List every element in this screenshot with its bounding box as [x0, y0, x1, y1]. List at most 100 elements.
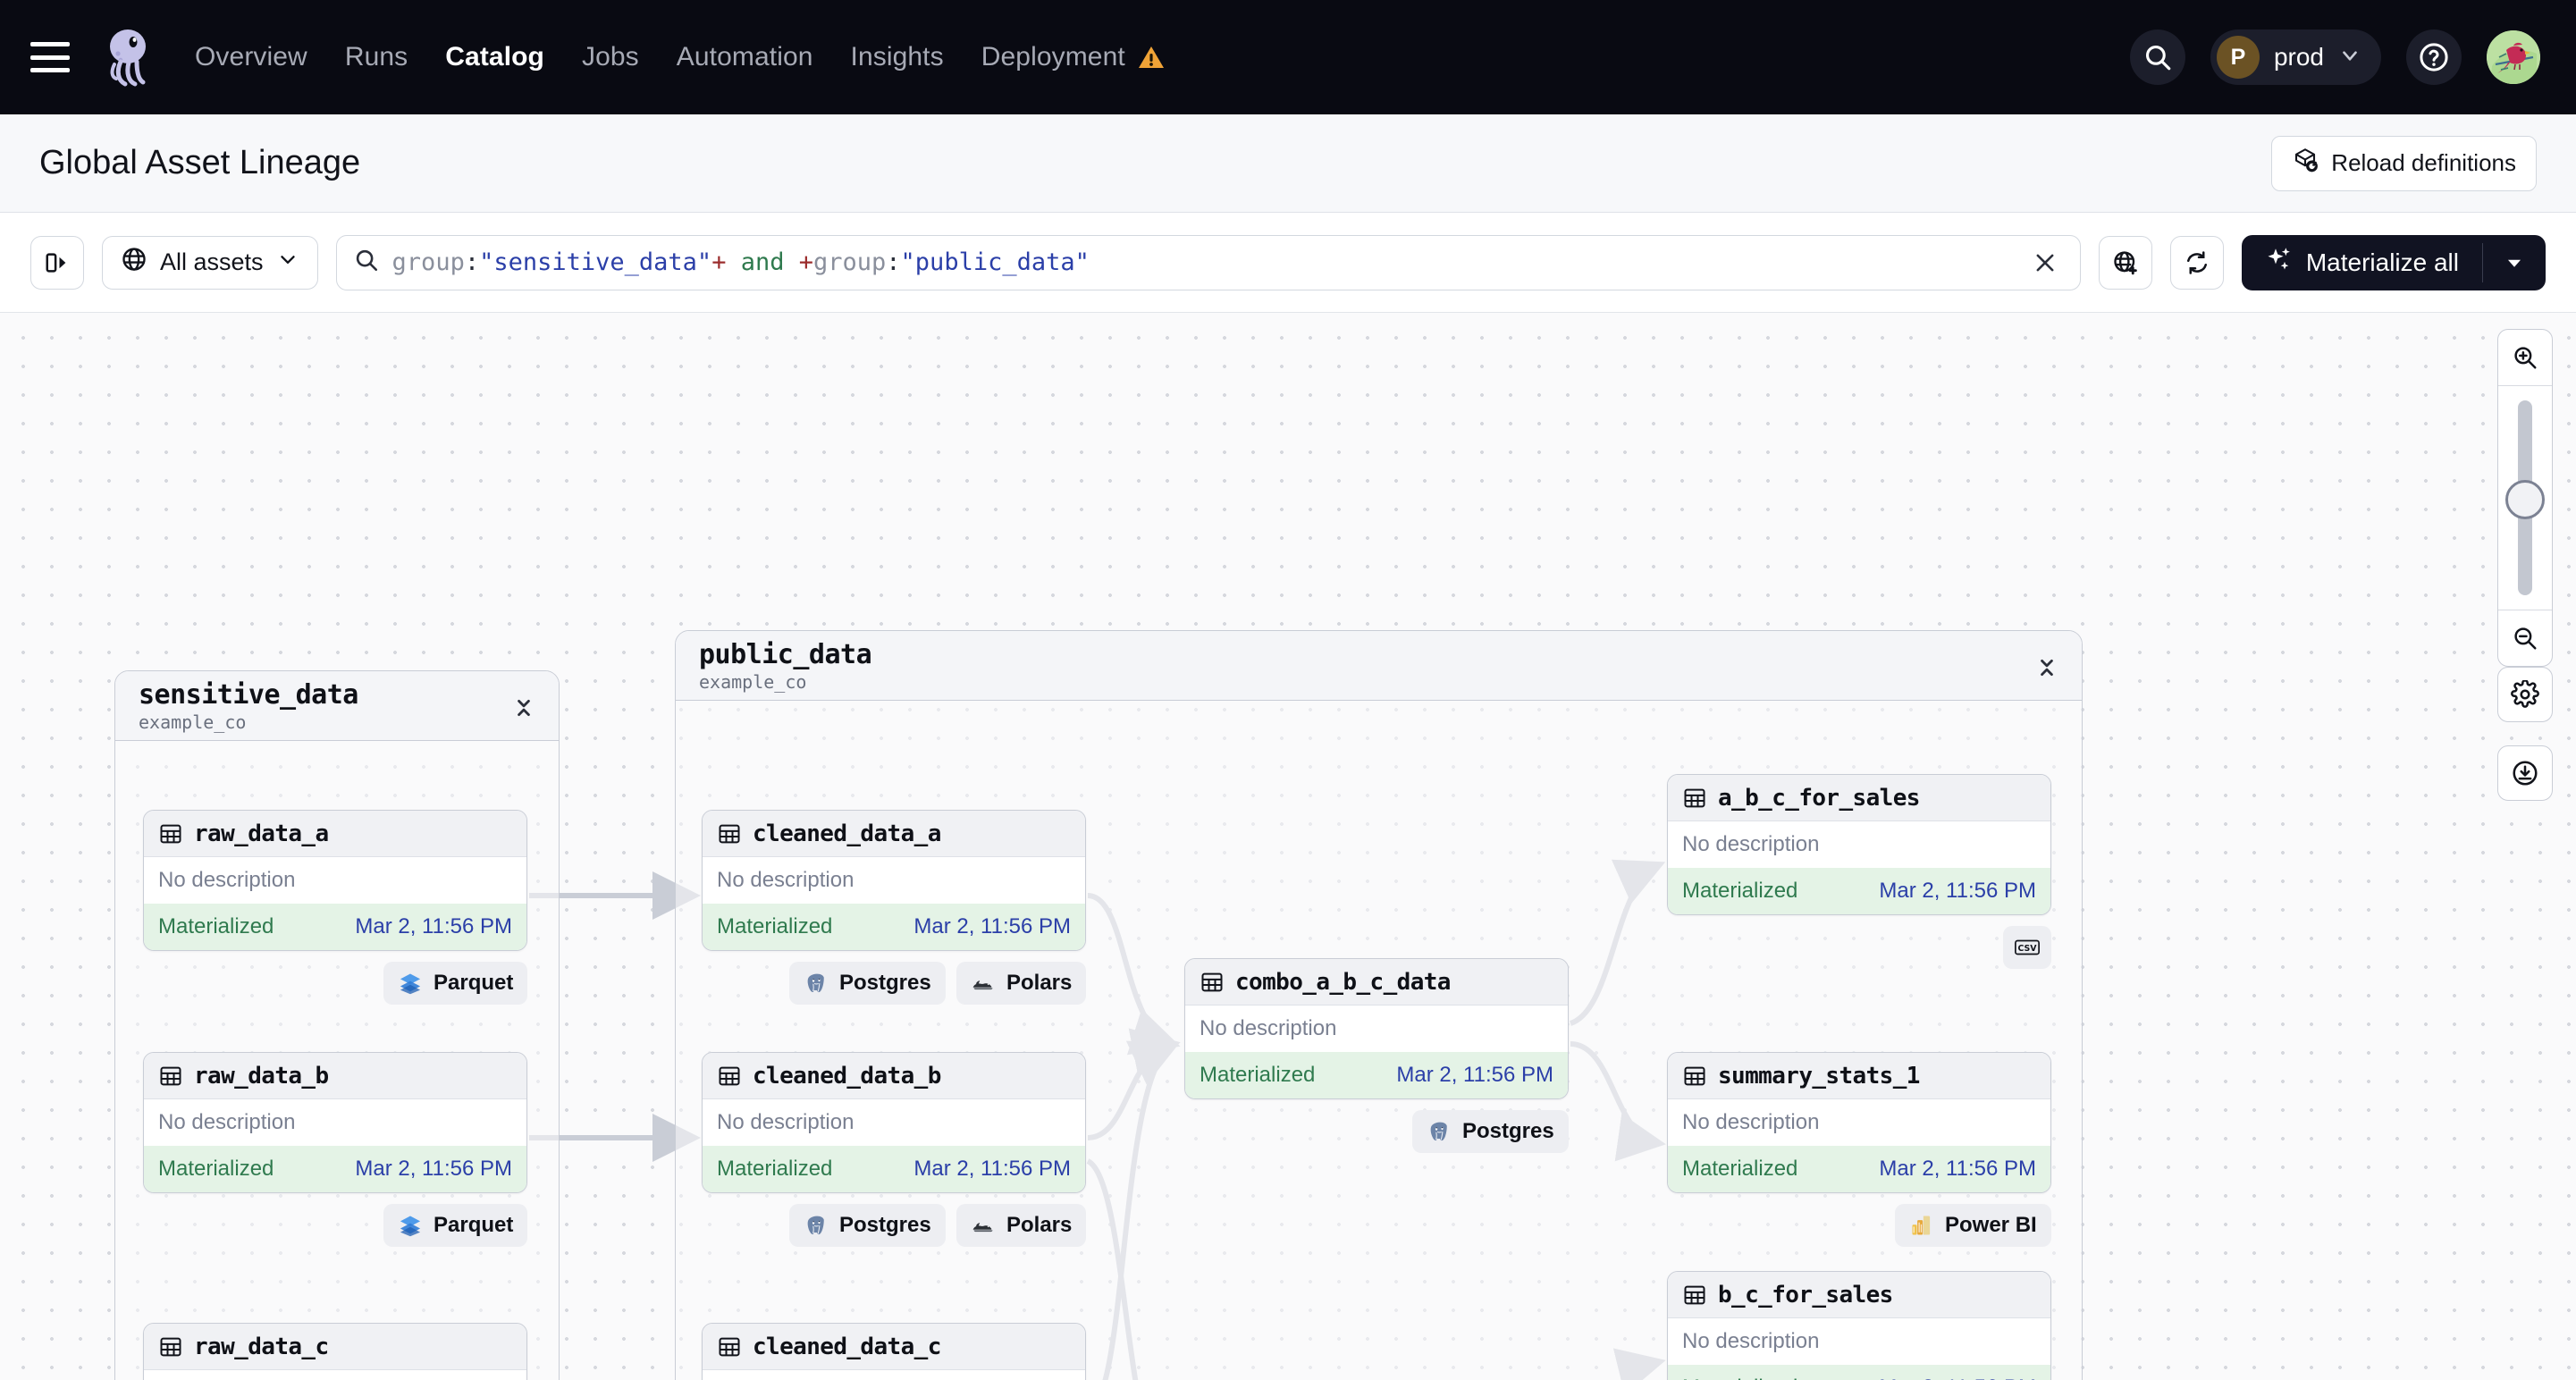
asset-node-header[interactable]: raw_data_b [144, 1053, 526, 1099]
asset-kind-tag[interactable]: Power BI [1895, 1204, 2051, 1247]
asset-group-header[interactable]: public_data example_co [676, 631, 2082, 701]
asset-node-description: No description [1668, 1099, 2050, 1146]
nav-link-overview[interactable]: Overview [195, 42, 307, 72]
asset-kind-tag[interactable]: Parquet [383, 1204, 528, 1247]
zoom-in-button[interactable] [2498, 330, 2552, 385]
zoom-slider[interactable] [2498, 386, 2552, 610]
asset-group-sensitive-data[interactable]: sensitive_data example_co [114, 670, 560, 1380]
asset-kind-tag-label: Polars [1006, 1213, 1073, 1237]
asset-query-search[interactable]: group:"sensitive_data"+ and +group:"publ… [335, 234, 2081, 290]
polars-icon [971, 971, 996, 996]
asset-kind-tag[interactable]: Postgres [1412, 1110, 1569, 1153]
lineage-toolbar: All assets group:"sensitive_data"+ and +… [0, 213, 2576, 313]
materialize-all-button[interactable]: Materialize all [2241, 234, 2546, 290]
asset-node-header[interactable]: raw_data_a [144, 811, 526, 857]
asset-scope-filter[interactable]: All assets [102, 235, 318, 290]
status-timestamp: Mar 2, 11:56 PM [1396, 1063, 1553, 1087]
asset-node-title: cleaned_data_c [753, 1333, 941, 1360]
nav-link-runs[interactable]: Runs [344, 42, 408, 72]
status-badge: Materialized [1682, 1157, 1798, 1181]
collapse-icon[interactable] [509, 693, 539, 723]
asset-node-header[interactable]: cleaned_data_a [703, 811, 1085, 857]
deployment-switcher[interactable]: P prod [2210, 29, 2381, 85]
asset-node-header[interactable]: cleaned_data_c [703, 1324, 1085, 1370]
global-search-button[interactable] [2129, 29, 2185, 85]
status-badge: Materialized [717, 1157, 833, 1181]
asset-group-subtitle: example_co [139, 711, 247, 733]
asset-node-header[interactable]: a_b_c_for_sales [1668, 775, 2050, 821]
zoom-to-fit-button[interactable] [2497, 745, 2553, 801]
collapse-icon[interactable] [2032, 652, 2062, 683]
asset-kind-tag-label: Postgres [839, 1213, 931, 1237]
toggle-global-graph-button[interactable] [2098, 235, 2152, 290]
reload-definitions-label: Reload definitions [2331, 149, 2516, 176]
clear-search-icon[interactable] [2026, 249, 2064, 276]
user-avatar[interactable] [2487, 30, 2540, 84]
refresh-button[interactable] [2169, 235, 2224, 290]
zoom-control-stack[interactable] [2497, 329, 2553, 667]
query-token: "sensitive_data" [479, 248, 712, 276]
asset-kind-tag[interactable]: Postgres [789, 1204, 946, 1247]
csv-icon: CSV [2014, 937, 2041, 958]
query-token: and [726, 248, 799, 276]
asset-kind-tag[interactable]: Polars [956, 1204, 1087, 1247]
table-icon [1682, 1064, 1707, 1089]
top-navigation-bar: Overview Runs Catalog Jobs Automation In… [0, 0, 2576, 114]
nav-link-jobs[interactable]: Jobs [581, 42, 639, 72]
asset-group-header[interactable]: sensitive_data example_co [115, 671, 559, 741]
nav-link-catalog[interactable]: Catalog [445, 42, 544, 72]
nav-link-deployment[interactable]: Deployment [981, 42, 1125, 72]
dagster-logo-icon[interactable] [93, 20, 168, 95]
hamburger-menu-icon[interactable] [30, 42, 70, 72]
materialize-all-main[interactable]: Materialize all [2242, 245, 2482, 280]
asset-node-description: No description [703, 857, 1085, 904]
asset-node[interactable]: raw_data_cNo descriptionMaterializedMar … [143, 1323, 527, 1380]
zoom-slider-knob[interactable] [2505, 480, 2545, 519]
deployment-avatar: P [2216, 36, 2260, 79]
asset-node-header[interactable]: b_c_for_sales [1668, 1272, 2050, 1318]
asset-kind-tag[interactable]: Postgres [789, 962, 946, 1005]
help-button[interactable] [2406, 29, 2462, 85]
asset-kind-tag-label: Parquet [434, 1213, 514, 1237]
asset-kind-tag[interactable]: Parquet [383, 962, 528, 1005]
asset-node-title: combo_a_b_c_data [1235, 968, 1451, 996]
nav-link-deployment-wrap[interactable]: Deployment [978, 37, 1165, 78]
asset-node[interactable]: cleaned_data_cNo descriptionMaterialized… [702, 1323, 1086, 1380]
asset-query-input[interactable]: group:"sensitive_data"+ and +group:"publ… [392, 248, 2014, 276]
asset-node-header[interactable]: cleaned_data_b [703, 1053, 1085, 1099]
status-timestamp: Mar 2, 11:56 PM [355, 914, 512, 938]
asset-node-header[interactable]: summary_stats_1 [1668, 1053, 2050, 1099]
nav-link-insights[interactable]: Insights [850, 42, 944, 72]
query-token: : [464, 248, 480, 276]
asset-kind-tag-label: Parquet [434, 971, 514, 995]
reload-definitions-button[interactable]: Reload definitions [2271, 135, 2537, 191]
table-icon [1682, 786, 1707, 811]
asset-node-header[interactable]: combo_a_b_c_data [1185, 959, 1568, 1006]
nav-link-automation[interactable]: Automation [676, 42, 813, 72]
asset-kind-tag[interactable]: Polars [956, 962, 1087, 1005]
sidebar-toggle-button[interactable] [30, 235, 84, 290]
zoom-out-button[interactable] [2498, 610, 2552, 666]
asset-kind-tag[interactable]: CSV [2003, 926, 2051, 969]
graph-settings-button[interactable] [2497, 667, 2553, 722]
asset-node-header[interactable]: raw_data_c [144, 1324, 526, 1370]
materialize-options-caret[interactable] [2483, 251, 2546, 274]
svg-text:CSV: CSV [2017, 944, 2037, 954]
lineage-canvas[interactable]: sensitive_data example_co public_data ex… [0, 313, 2576, 1380]
